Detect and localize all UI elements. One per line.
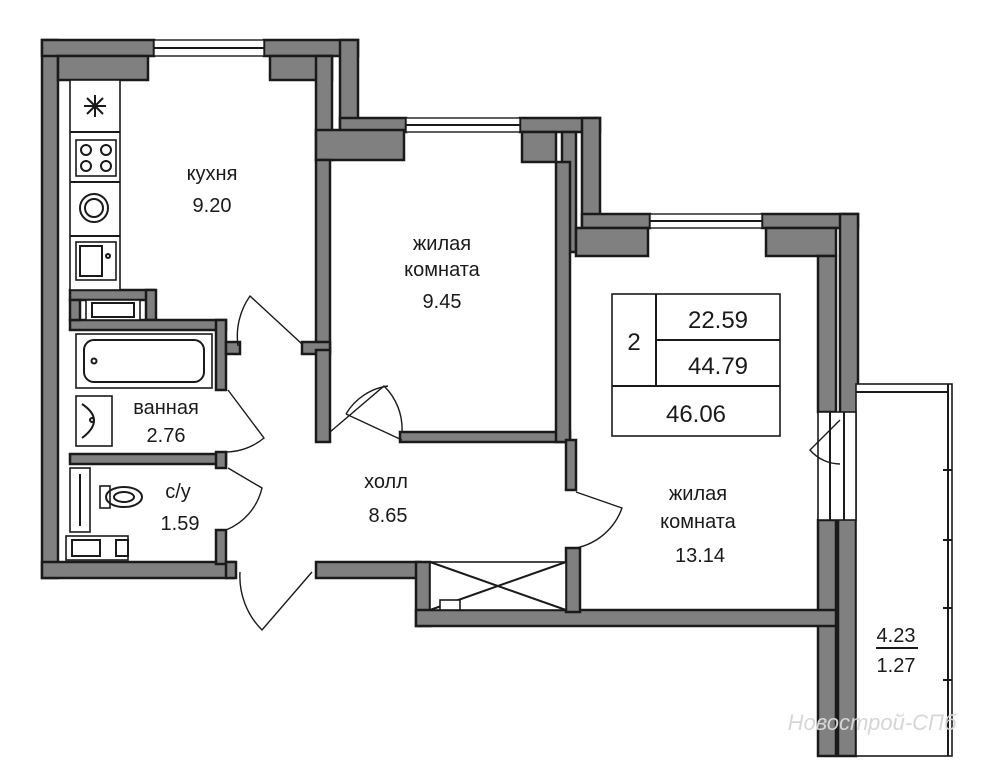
windows — [153, 39, 763, 229]
kitchen-sink-icon — [75, 241, 117, 281]
balcony-area-total: 4.23 — [877, 625, 916, 647]
hall-area: 8.65 — [369, 505, 408, 527]
interior-walls — [68, 158, 578, 580]
kitchen-area: 9.20 — [193, 195, 232, 217]
balcony-area-reduced: 1.27 — [877, 655, 916, 677]
shelf-icon — [85, 299, 141, 321]
balcony — [809, 383, 953, 757]
bedroom-small-area: 9.45 — [423, 291, 462, 313]
rooms-count: 2 — [627, 329, 640, 356]
watermark: Новострой-СПб — [788, 710, 958, 735]
bathroom-area: 2.76 — [147, 425, 186, 447]
washbasin-icon — [75, 395, 113, 447]
living-large-area: 13.14 — [675, 545, 725, 567]
room-labels: кухня 9.20 жилая комната 9.45 ванная 2.7… — [133, 163, 918, 677]
toilet-icon — [99, 485, 143, 509]
kitchen-name: кухня — [187, 163, 238, 185]
stove-icon — [75, 139, 117, 177]
area-summary-table: 2 22.59 44.79 46.06 — [611, 293, 781, 437]
snowflake-icon — [84, 95, 106, 117]
bedroom-small-line2: комната — [404, 259, 481, 281]
exterior-walls — [40, 38, 860, 758]
wardrobe — [429, 561, 567, 611]
toilet-fixtures — [65, 467, 143, 561]
bathroom-name: ванная — [133, 397, 199, 419]
bedroom-small-line1: жилая — [413, 233, 471, 255]
bathroom-fixtures — [75, 299, 213, 447]
toilet-area: 1.59 — [161, 513, 200, 535]
total-area-with-balcony: 46.06 — [666, 401, 726, 428]
doors — [225, 294, 623, 632]
total-area: 44.79 — [688, 353, 748, 380]
kitchen-fixtures — [69, 79, 121, 291]
bathtub-icon — [75, 333, 213, 389]
boiler-icon — [65, 535, 129, 561]
living-large-line2: комната — [660, 511, 737, 533]
hall-name: холл — [364, 471, 408, 493]
living-large-line1: жилая — [669, 483, 727, 505]
living-area: 22.59 — [688, 307, 748, 334]
toilet-name: с/у — [165, 481, 191, 503]
washing-machine-icon — [79, 193, 109, 223]
